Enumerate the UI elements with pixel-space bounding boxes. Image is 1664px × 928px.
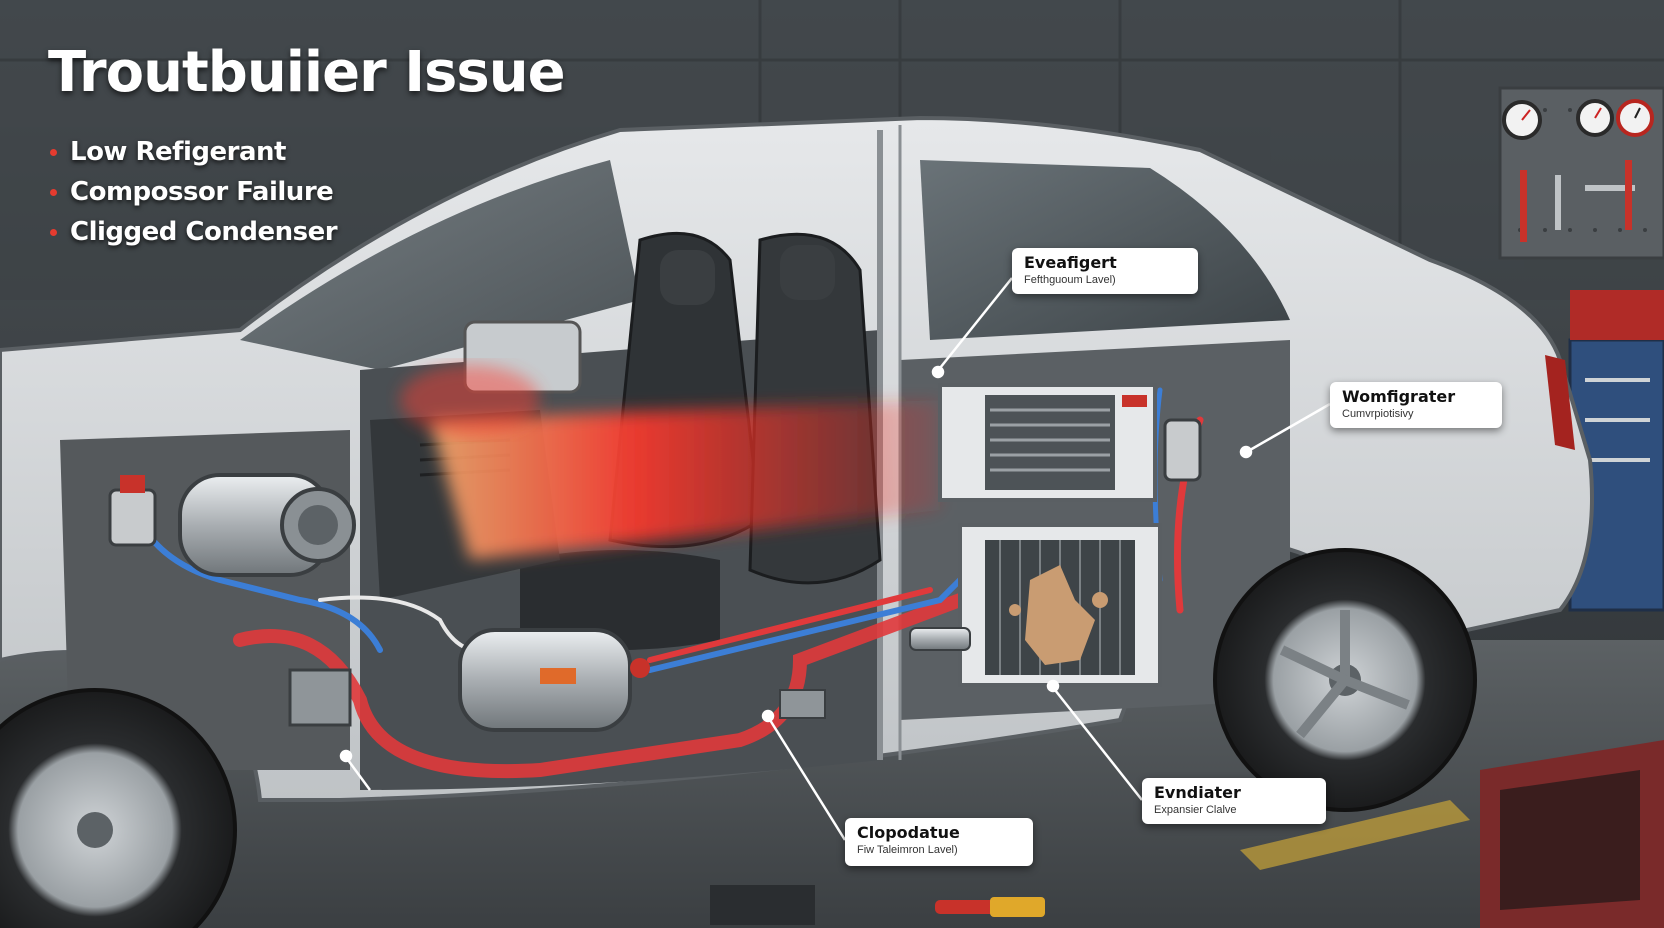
page-title: Troutbuiier Issue: [48, 40, 566, 105]
callout-subtitle: Fiw Taleimron Lavel): [857, 844, 958, 856]
relay-box: [288, 668, 826, 727]
tool-pegboard: [1498, 86, 1664, 260]
callout-title: Evndiater: [1154, 783, 1241, 802]
issue-label: Low Refigerant: [70, 137, 286, 167]
expansion-valve-icon: [1163, 418, 1202, 482]
callout-title: Womfigrater: [1342, 387, 1456, 406]
callout-leader-lines: [339, 277, 1331, 841]
callout-subtitle: Expansier Clalve: [1154, 804, 1237, 816]
bullet-dot-icon: [50, 229, 57, 236]
receiver-dryer-icon: [458, 628, 650, 732]
callout-subtitle: Cumvrpiotisivy: [1342, 408, 1414, 420]
callout-condenser: Evndiater Expansier Clalve: [1142, 778, 1326, 824]
condenser-unit-icon: [909, 523, 1162, 687]
front-wheel: [0, 688, 237, 928]
callout-title: Evеafigert: [1024, 253, 1117, 272]
callout-subtitle: Fefthguoum Lavel): [1024, 274, 1116, 286]
issue-label: Compossor Failure: [70, 177, 334, 207]
debris-clog: [1009, 565, 1108, 665]
callout-evaporator: Evеafigert Fefthguoum Lavel): [1012, 248, 1198, 294]
foreground-lift-machine: [1480, 740, 1664, 928]
wrench-icon: [1520, 160, 1635, 242]
callout-compressor: Clopodatue Fiw Taleimron Lavel): [845, 818, 1033, 866]
issue-item-compressor-failure: Compossor Failure: [48, 172, 337, 212]
issue-item-clogged-condenser: Cligged Condenser: [48, 212, 338, 252]
issue-list: Low Refigerant Compossor Failure Cligged…: [48, 132, 338, 252]
issue-label: Cligged Condenser: [70, 217, 338, 247]
heat-glow-beam: [400, 365, 940, 560]
issue-item-low-refrigerant: Low Refigerant: [48, 132, 337, 172]
ac-compressor-icon: [108, 473, 356, 577]
callout-title: Clopodatue: [857, 823, 960, 842]
bullet-dot-icon: [50, 149, 57, 156]
rear-wheel: [1213, 548, 1477, 812]
tail-light: [1545, 355, 1575, 450]
bullet-dot-icon: [50, 189, 57, 196]
pressure-gauge-icon: [1502, 99, 1654, 140]
floor-tools: [710, 885, 1045, 925]
evaporator-unit-icon: [938, 383, 1157, 502]
callout-refrigerant-line: Womfigrater Cumvrpiotisivy: [1330, 382, 1502, 428]
